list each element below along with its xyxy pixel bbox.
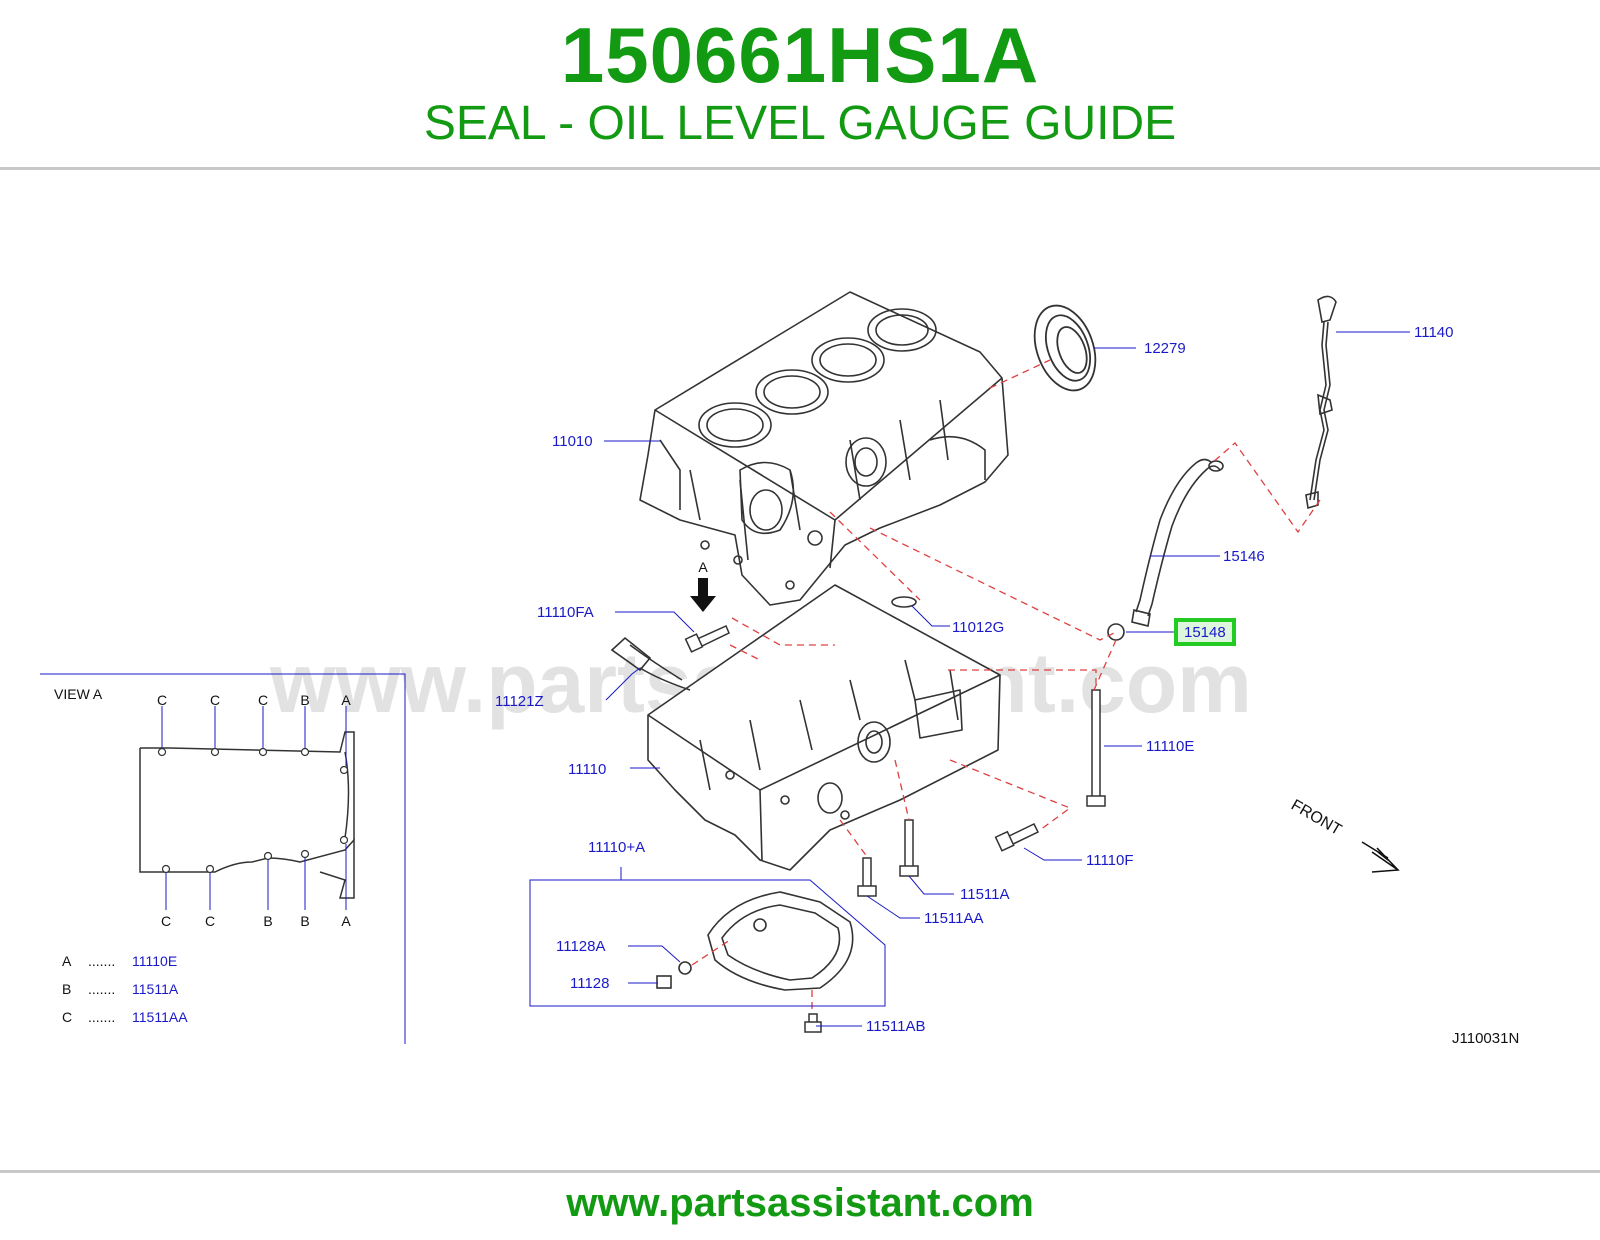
label-11140[interactable]: 11140 xyxy=(1414,324,1454,341)
label-11511A[interactable]: 11511A xyxy=(960,886,1010,903)
view-a-bottom-letter: B xyxy=(300,913,309,929)
front-label: FRONT xyxy=(1288,797,1344,839)
view-a-top-letter: A xyxy=(341,692,351,708)
view-a-bottom-letter: B xyxy=(263,913,272,929)
header-divider xyxy=(0,167,1600,170)
view-a-title: VIEW A xyxy=(54,686,103,702)
footer-divider xyxy=(0,1170,1600,1173)
label-11110E[interactable]: 11110E xyxy=(1146,738,1194,755)
oring-11012g-drawing xyxy=(891,596,917,608)
label-11110A[interactable]: 11110+A xyxy=(588,839,645,856)
label-11121Z[interactable]: 11121Z xyxy=(495,693,544,710)
crank-seal-drawing xyxy=(1033,304,1097,392)
seal-15148-drawing xyxy=(1107,623,1125,641)
legend-part[interactable]: 11511AA xyxy=(132,1009,188,1025)
view-a-inset: VIEW A C C C B A C xyxy=(40,673,406,1044)
view-a-arrow-label: A xyxy=(698,559,708,575)
view-a-bottom-letter: A xyxy=(341,913,351,929)
diagram-reference-code: J110031N xyxy=(1452,1030,1519,1047)
view-a-top-letter: B xyxy=(300,692,309,708)
part-labels: 12279 11140 11010 15146 11110FA 11012G 1… xyxy=(495,324,1454,1035)
oil-strainer-drawing xyxy=(610,636,691,691)
label-11128[interactable]: 11128 xyxy=(570,975,610,992)
oil-level-gauge-drawing xyxy=(1305,295,1337,510)
cylinder-block-drawing xyxy=(639,291,1009,606)
label-11010[interactable]: 11010 xyxy=(552,433,593,450)
legend-part[interactable]: 11110E xyxy=(132,953,177,969)
front-indicator: FRONT xyxy=(1288,797,1400,873)
label-11012G[interactable]: 11012G xyxy=(952,619,1004,636)
parts-diagram: www.partsassistant.com xyxy=(0,170,1600,1170)
page-header: 150661HS1A SEAL - OIL LEVEL GAUGE GUIDE xyxy=(0,0,1600,168)
legend-part[interactable]: 11511A xyxy=(132,981,179,997)
gauge-guide-tube-drawing xyxy=(1131,458,1224,627)
label-15148-highlighted[interactable]: 15148 xyxy=(1184,624,1226,641)
highlight-box-15148 xyxy=(1174,618,1236,646)
label-11110[interactable]: 11110 xyxy=(568,761,606,778)
lower-block-drawing xyxy=(647,584,1001,871)
view-a-top-letter: C xyxy=(210,692,220,708)
legend-letter: A xyxy=(62,953,72,969)
label-15146[interactable]: 15146 xyxy=(1223,548,1265,565)
legend-dots: ....... xyxy=(88,953,115,969)
view-a-bottom-letter: C xyxy=(205,913,215,929)
view-a-top-letter: C xyxy=(157,692,167,708)
footer-url-link[interactable]: www.partsassistant.com xyxy=(566,1181,1034,1225)
label-12279[interactable]: 12279 xyxy=(1144,340,1186,357)
label-11511AA[interactable]: 11511AA xyxy=(924,910,984,927)
view-a-top-letter: C xyxy=(258,692,268,708)
part-name-subtitle: SEAL - OIL LEVEL GAUGE GUIDE xyxy=(423,97,1177,150)
assembly-leader-lines xyxy=(691,359,1321,1014)
bolts-drawing xyxy=(684,625,1106,1033)
legend-dots: ....... xyxy=(88,981,115,997)
label-11110F[interactable]: 11110F xyxy=(1086,852,1134,869)
part-number-title: 150661HS1A xyxy=(560,11,1040,99)
parts-diagram-svg: www.partsassistant.com xyxy=(40,291,1519,1047)
legend-dots: ....... xyxy=(88,1009,115,1025)
oil-pan-kit-bracket xyxy=(529,867,886,1007)
label-leader-lines xyxy=(604,331,1410,1027)
label-11110FA[interactable]: 11110FA xyxy=(537,604,594,621)
oil-pan-drawing xyxy=(656,891,854,991)
legend-letter: C xyxy=(62,1009,72,1025)
view-a-arrow: A xyxy=(690,559,716,612)
legend-letter: B xyxy=(62,981,71,997)
label-11128A[interactable]: 11128A xyxy=(556,938,606,955)
view-a-bottom-letter: C xyxy=(161,913,171,929)
label-11511AB[interactable]: 11511AB xyxy=(866,1018,926,1035)
